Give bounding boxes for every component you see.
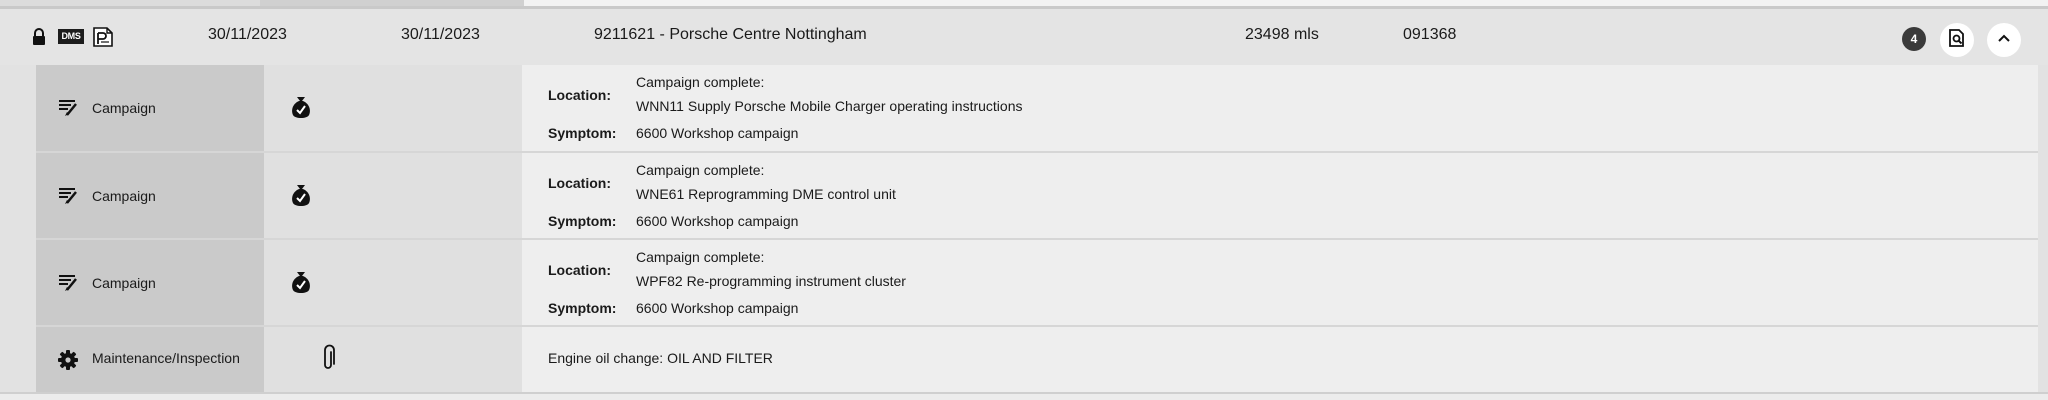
document-search-icon: [1947, 28, 1967, 53]
row-divider: [36, 325, 2038, 327]
status-cell: [264, 240, 522, 327]
previous-row-cell: [0, 0, 260, 6]
campaign-row: Campaign Location: Campaign complete: WN…: [36, 65, 2038, 153]
date-out: 30/11/2023: [401, 26, 480, 43]
location-value: WNN11 Supply Porsche Mobile Charger oper…: [636, 98, 1023, 114]
maintenance-note: Engine oil change: OIL AND FILTER: [548, 350, 773, 366]
maintenance-row: Maintenance/Inspection Engine oil change…: [36, 327, 2038, 392]
service-record-details: Campaign Location: Campaign complete: WN…: [0, 65, 2048, 392]
details-left-margin: [0, 65, 36, 392]
location-label: Location:: [548, 87, 611, 103]
location-value: WPF82 Re-programming instrument cluster: [636, 273, 906, 289]
location-value: WNE61 Reprogramming DME control unit: [636, 186, 896, 202]
location-title: Campaign complete:: [636, 162, 765, 178]
status-cell: [264, 65, 522, 153]
description-cell: Location: Campaign complete: WNN11 Suppl…: [522, 65, 2038, 153]
date-in: 30/11/2023: [208, 26, 287, 43]
type-cell: Campaign: [36, 153, 264, 240]
service-record-header[interactable]: DMS 30/11/2023 30/11/2023 9211621 - Pors…: [0, 9, 2048, 66]
type-cell: Campaign: [36, 240, 264, 327]
order-number: 091368: [1403, 26, 1457, 43]
previous-row-edge: [0, 0, 2048, 6]
location-label: Location:: [548, 262, 611, 278]
symptom-value: 6600 Workshop campaign: [636, 125, 799, 141]
row-divider: [0, 392, 2048, 394]
row-divider: [36, 238, 2038, 240]
symptom-value: 6600 Workshop campaign: [636, 213, 799, 229]
type-cell: Maintenance/Inspection: [36, 327, 264, 392]
dealer-name: 9211621 - Porsche Centre Nottingham: [594, 26, 867, 43]
symptom-label: Symptom:: [548, 300, 617, 316]
location-label: Location:: [548, 175, 611, 191]
next-row-edge: [0, 394, 2048, 400]
lock-icon: [32, 28, 46, 51]
campaign-complete-icon: [290, 270, 312, 299]
symptom-label: Symptom:: [548, 125, 617, 141]
status-cell: [264, 153, 522, 240]
description-cell: Engine oil change: OIL AND FILTER: [522, 327, 2038, 392]
previous-row-cell: [260, 0, 524, 6]
campaign-complete-icon: [290, 183, 312, 212]
description-cell: Location: Campaign complete: WNE61 Repro…: [522, 153, 2038, 240]
details-right-margin: [2038, 65, 2048, 392]
row-divider: [36, 151, 2038, 153]
description-cell: Location: Campaign complete: WPF82 Re-pr…: [522, 240, 2038, 327]
symptom-value: 6600 Workshop campaign: [636, 300, 799, 316]
document-search-button[interactable]: [1940, 23, 1974, 57]
record-type-label: Maintenance/Inspection: [92, 350, 240, 366]
status-cell: [264, 327, 522, 392]
dms-icon: DMS: [58, 29, 84, 44]
symptom-label: Symptom:: [548, 213, 617, 229]
record-type-label: Campaign: [92, 100, 156, 116]
chevron-up-icon: [1996, 30, 2012, 51]
campaign-icon: [58, 187, 78, 208]
row-divider: [0, 6, 2048, 9]
attachment-count-badge: 4: [1902, 27, 1926, 51]
collapse-button[interactable]: [1987, 23, 2021, 57]
campaign-row: Campaign Location: Campaign complete: WN…: [36, 153, 2038, 240]
location-title: Campaign complete:: [636, 249, 765, 265]
campaign-complete-icon: [290, 95, 312, 124]
record-type-label: Campaign: [92, 188, 156, 204]
campaign-row: Campaign Location: Campaign complete: WP…: [36, 240, 2038, 327]
type-cell: Campaign: [36, 65, 264, 153]
mileage: 23498 mls: [1245, 26, 1319, 43]
record-type-label: Campaign: [92, 275, 156, 291]
paperclip-icon[interactable]: [320, 344, 336, 375]
document-icon: [92, 26, 114, 53]
location-title: Campaign complete:: [636, 74, 765, 90]
gear-icon: [58, 350, 78, 373]
campaign-icon: [58, 99, 78, 120]
campaign-icon: [58, 274, 78, 295]
